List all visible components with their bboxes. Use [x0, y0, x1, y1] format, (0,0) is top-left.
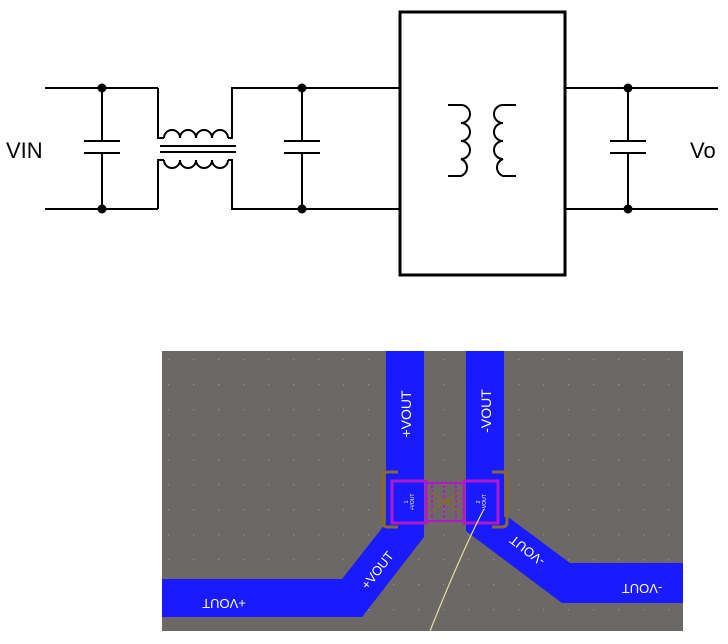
pad-2-outline	[462, 479, 500, 525]
common-mode-choke	[157, 87, 300, 210]
neg-vout-vertical-trace[interactable]	[466, 351, 504, 483]
pad-2-number: 2	[476, 500, 482, 503]
junction-dot	[623, 204, 633, 214]
ratsnest-line	[429, 508, 485, 631]
emi-filter-schematic	[45, 10, 718, 277]
neg-vout-vertical-label: -VOUT	[478, 389, 494, 433]
pad-1-outline	[390, 479, 428, 525]
junction-dot	[297, 83, 307, 93]
pcb-canvas[interactable]: +VOUT -VOUT +VOUT -VOUT +VOUT -VOUT 1 +V…	[162, 351, 683, 631]
pad-2-net-label: -VOUT	[482, 494, 488, 510]
neg-vout-diagonal-trace[interactable]	[466, 517, 683, 603]
pos-vout-vertical-trace[interactable]	[386, 351, 424, 483]
input-voltage-label: VIN	[6, 138, 43, 163]
pad-1-number: 1	[404, 500, 410, 503]
capacitor-footprint[interactable]	[381, 470, 509, 529]
junction-dot	[97, 204, 107, 214]
pos-vout-vertical-label: +VOUT	[398, 390, 414, 438]
output-voltage-label: Vo	[690, 138, 716, 163]
junction-dot	[623, 83, 633, 93]
pos-vout-horizontal-label: +VOUT	[202, 596, 246, 611]
transformer-symbol	[448, 104, 516, 177]
junction-dot	[97, 83, 107, 93]
pos-vout-diagonal-trace[interactable]	[162, 523, 424, 617]
pcb-layout-view[interactable]: +VOUT -VOUT +VOUT -VOUT +VOUT -VOUT 1 +V…	[162, 351, 683, 631]
junction-dot	[297, 204, 307, 214]
pad-1-net-label: +VOUT	[410, 494, 416, 511]
neg-vout-horizontal-label: -VOUT	[622, 581, 663, 596]
dc-dc-converter-block	[398, 10, 567, 277]
